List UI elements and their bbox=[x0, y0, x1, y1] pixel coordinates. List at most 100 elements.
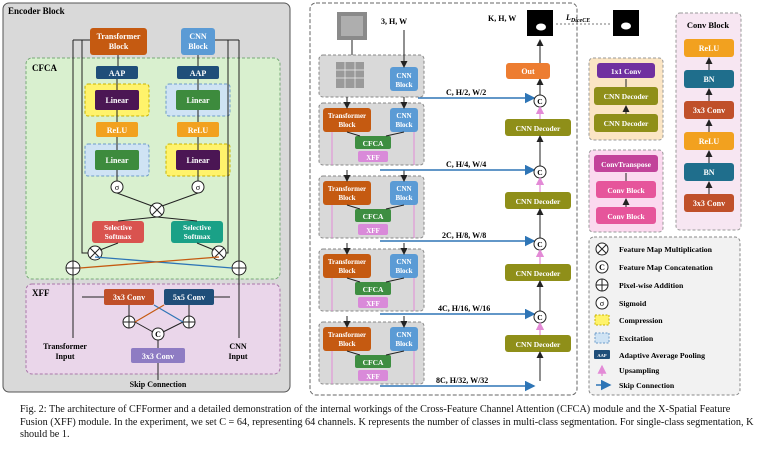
legend-label: Feature Map Multiplication bbox=[619, 245, 713, 254]
svg-text:3x3 Conv: 3x3 Conv bbox=[142, 352, 174, 361]
legend-label: Sigmoid bbox=[619, 299, 647, 308]
selective-softmax-right bbox=[171, 221, 223, 243]
svg-text:CNN Decoder: CNN Decoder bbox=[516, 197, 561, 206]
cnn-decoder-box bbox=[505, 119, 571, 136]
svg-text:5x5 Conv: 5x5 Conv bbox=[173, 293, 205, 302]
excitation-swatch bbox=[594, 332, 610, 344]
svg-text:CNN: CNN bbox=[396, 72, 411, 80]
svg-text:ReLU: ReLU bbox=[699, 44, 720, 53]
dims-label: C, H/4, W/4 bbox=[446, 160, 486, 169]
svg-text:CNN Decoder: CNN Decoder bbox=[516, 340, 561, 349]
aap-left bbox=[96, 66, 138, 79]
cfca-box bbox=[355, 136, 391, 149]
loss-label: LDiceCE bbox=[565, 13, 590, 24]
conv3-box bbox=[104, 289, 154, 305]
architecture-figure: Encoder Block Transformer Block CNN Bloc… bbox=[2, 2, 742, 396]
cnn-block-0 bbox=[390, 67, 418, 91]
linear-right-1 bbox=[176, 90, 220, 110]
legend-label: Feature Map Concatenation bbox=[619, 263, 714, 272]
svg-text:σ: σ bbox=[600, 299, 605, 308]
svg-text:XFF: XFF bbox=[366, 373, 380, 381]
svg-text:C: C bbox=[537, 168, 542, 177]
svg-text:Linear: Linear bbox=[105, 156, 129, 165]
cnn-block-label-2: Block bbox=[188, 42, 208, 51]
cfca-box bbox=[355, 355, 391, 368]
output-dims: K, H, W bbox=[488, 14, 516, 23]
main-network: 3, H, W CNN Block TransformerBlockCNNBlo… bbox=[309, 2, 639, 396]
svg-text:Transformer: Transformer bbox=[328, 331, 366, 339]
out-box bbox=[506, 63, 550, 79]
svg-text:XFF: XFF bbox=[366, 300, 380, 308]
xff-box bbox=[358, 151, 388, 162]
svg-text:CFCA: CFCA bbox=[363, 285, 384, 294]
svg-text:Input: Input bbox=[228, 352, 247, 361]
svg-text:CNN Decoder: CNN Decoder bbox=[604, 119, 649, 128]
svg-text:Conv Block: Conv Block bbox=[687, 20, 730, 30]
svg-text:CNN: CNN bbox=[396, 331, 411, 339]
cfca-box bbox=[355, 282, 391, 295]
legend-label: Upsampling bbox=[619, 366, 659, 375]
patch-image bbox=[336, 62, 364, 88]
svg-text:Block: Block bbox=[338, 267, 355, 275]
svg-text:Block: Block bbox=[338, 340, 355, 348]
svg-text:3x3 Conv: 3x3 Conv bbox=[693, 199, 725, 208]
svg-text:Block: Block bbox=[395, 267, 412, 275]
conv-block-item bbox=[684, 70, 734, 88]
linear-right-2 bbox=[176, 150, 220, 170]
svg-text:C: C bbox=[537, 97, 542, 106]
cnn-decoder-box bbox=[505, 192, 571, 209]
transformer-block-label-1: Transformer bbox=[97, 32, 141, 41]
cfca-box bbox=[355, 209, 391, 222]
svg-text:C: C bbox=[155, 330, 161, 339]
svg-text:BN: BN bbox=[703, 75, 714, 84]
svg-text:σ: σ bbox=[196, 183, 201, 192]
conv-block-item bbox=[684, 101, 734, 119]
conv-block-detail-2 bbox=[596, 207, 656, 224]
svg-text:AAP: AAP bbox=[190, 69, 207, 78]
svg-text:CNN: CNN bbox=[396, 258, 411, 266]
svg-text:σ: σ bbox=[115, 183, 120, 192]
legend-label: Excitation bbox=[619, 334, 654, 343]
svg-text:C: C bbox=[599, 263, 605, 272]
conv5-box bbox=[164, 289, 214, 305]
svg-text:Linear: Linear bbox=[186, 156, 210, 165]
svg-text:Transformer: Transformer bbox=[43, 342, 87, 351]
aap-right bbox=[177, 66, 219, 79]
svg-text:Input: Input bbox=[55, 352, 74, 361]
svg-text:CNN Decoder: CNN Decoder bbox=[604, 92, 649, 101]
svg-text:CNN: CNN bbox=[396, 112, 411, 120]
dims-label: 8C, H/32, W/32 bbox=[436, 376, 488, 385]
transformer-block bbox=[323, 327, 371, 351]
svg-text:1x1 Conv: 1x1 Conv bbox=[611, 67, 641, 76]
transformer-block bbox=[90, 28, 147, 55]
xff-box bbox=[358, 370, 388, 381]
transformer-block-label-2: Block bbox=[109, 42, 129, 51]
cnn-block bbox=[390, 254, 418, 278]
svg-text:Block: Block bbox=[395, 121, 412, 129]
dims-label: 4C, H/16, W/16 bbox=[438, 304, 490, 313]
svg-text:XFF: XFF bbox=[366, 154, 380, 162]
svg-text:CNN Decoder: CNN Decoder bbox=[516, 124, 561, 133]
svg-text:Block: Block bbox=[338, 194, 355, 202]
svg-text:CNN Decoder: CNN Decoder bbox=[516, 269, 561, 278]
selective-softmax-left bbox=[92, 221, 144, 243]
concatenation-icon bbox=[595, 260, 609, 274]
relu-left bbox=[96, 122, 138, 137]
conv-block-item bbox=[684, 194, 734, 212]
svg-text:3x3 Conv: 3x3 Conv bbox=[693, 106, 725, 115]
svg-text:CNN: CNN bbox=[396, 185, 411, 193]
svg-text:Linear: Linear bbox=[186, 96, 210, 105]
svg-text:ConvTranspose: ConvTranspose bbox=[601, 160, 652, 169]
conv1x1-box bbox=[597, 63, 655, 78]
caption-text: Fig. 2: The architecture of CFFormer and… bbox=[20, 404, 754, 441]
svg-text:Selective: Selective bbox=[183, 223, 212, 232]
svg-text:Out: Out bbox=[521, 67, 535, 76]
cnn-decoder-detail-2 bbox=[594, 114, 658, 132]
svg-text:CFCA: CFCA bbox=[363, 358, 384, 367]
svg-text:Selective: Selective bbox=[104, 223, 133, 232]
svg-text:Conv Block: Conv Block bbox=[607, 186, 645, 195]
svg-text:ReLU: ReLU bbox=[107, 126, 128, 135]
linear-left-2 bbox=[95, 150, 139, 170]
